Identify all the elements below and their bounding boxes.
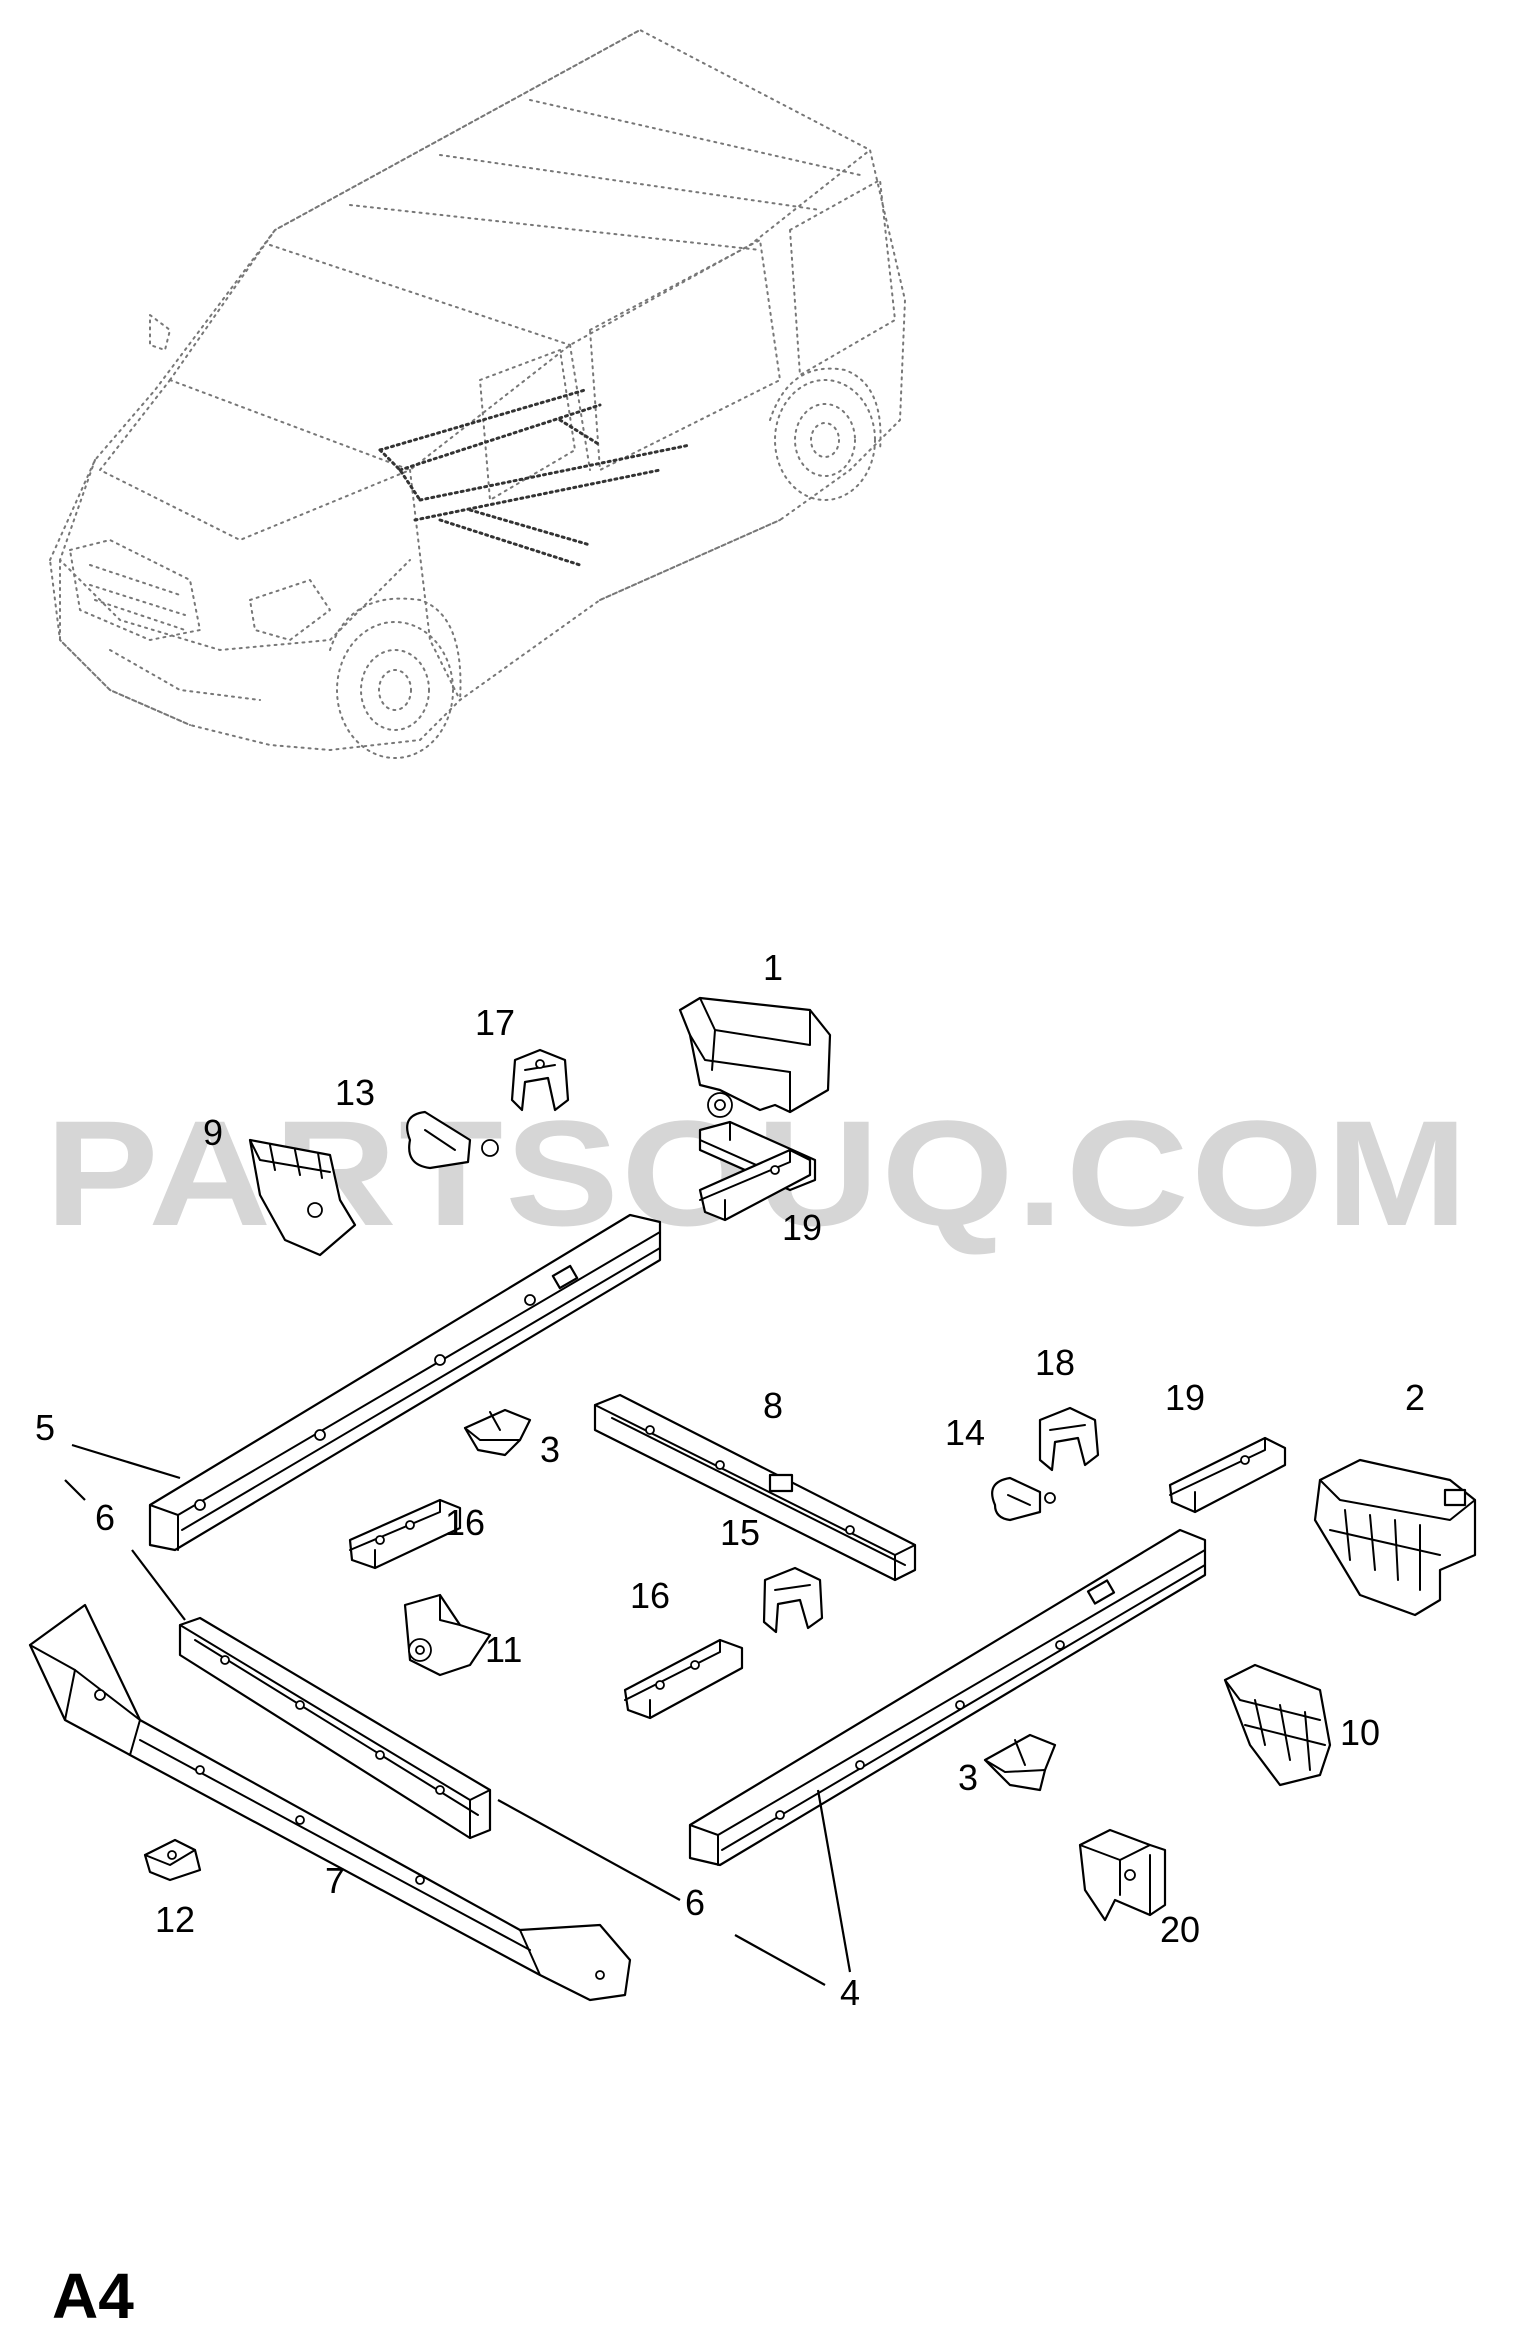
part-2-bracket xyxy=(1313,1458,1477,1617)
callout-14: 14 xyxy=(945,1412,985,1453)
callout-10: 10 xyxy=(1340,1712,1380,1753)
part-20-bracket xyxy=(1078,1828,1167,1922)
part-11-bracket xyxy=(403,1593,492,1677)
leader-lines xyxy=(64,1443,852,1986)
callout-16-centre: 16 xyxy=(630,1575,670,1616)
callout-3-lower: 3 xyxy=(958,1757,978,1798)
callout-8: 8 xyxy=(763,1385,783,1426)
callout-17: 17 xyxy=(475,1002,515,1043)
callout-12: 12 xyxy=(155,1899,195,1940)
part-7-long-member xyxy=(28,1603,632,2002)
part-14-clip xyxy=(991,1476,1056,1522)
callout-15: 15 xyxy=(720,1512,760,1553)
part-6-rail xyxy=(178,1616,492,1840)
vehicle-overview xyxy=(49,29,906,759)
part-16-centre-bracket xyxy=(623,1638,744,1720)
callout-7: 7 xyxy=(325,1860,345,1901)
callout-2: 2 xyxy=(1405,1377,1425,1418)
callout-13: 13 xyxy=(335,1072,375,1113)
part-9-bracket xyxy=(248,1138,357,1257)
part-18-clip xyxy=(1038,1406,1100,1472)
page-code: A4 xyxy=(52,2260,134,2332)
callout-labels: 1 17 13 9 19 18 2 19 14 8 5 6 3 16 15 16… xyxy=(35,947,1425,2013)
part-8-cross-member xyxy=(593,1393,917,1582)
callout-6-right: 6 xyxy=(685,1882,705,1923)
callout-19-upper: 19 xyxy=(782,1207,822,1248)
part-10-bracket xyxy=(1223,1663,1332,1787)
callout-3-upper: 3 xyxy=(540,1429,560,1470)
part-19-upper xyxy=(698,1148,812,1222)
part-15-clip xyxy=(762,1566,824,1634)
callout-4: 4 xyxy=(840,1972,860,2013)
parts xyxy=(28,996,1477,2002)
part-3-lower-clip xyxy=(983,1733,1057,1792)
part-13-clip xyxy=(406,1110,499,1170)
callout-1: 1 xyxy=(763,947,783,988)
callout-6-left: 6 xyxy=(95,1497,115,1538)
part-19-right xyxy=(1168,1436,1287,1514)
part-12-clip xyxy=(143,1838,202,1882)
callout-16-left: 16 xyxy=(445,1502,485,1543)
part-3-upper-clip xyxy=(463,1408,532,1457)
part-4-sill-rail xyxy=(688,1528,1207,1867)
callout-19-right: 19 xyxy=(1165,1377,1205,1418)
part-17-clip xyxy=(510,1048,570,1112)
part-5-sill-rail xyxy=(148,1213,662,1552)
callout-9: 9 xyxy=(203,1112,223,1153)
part-16-left-bracket xyxy=(348,1498,462,1570)
callout-11: 11 xyxy=(485,1629,522,1670)
callout-18: 18 xyxy=(1035,1342,1075,1383)
callout-20: 20 xyxy=(1160,1909,1200,1950)
callout-5: 5 xyxy=(35,1407,55,1448)
